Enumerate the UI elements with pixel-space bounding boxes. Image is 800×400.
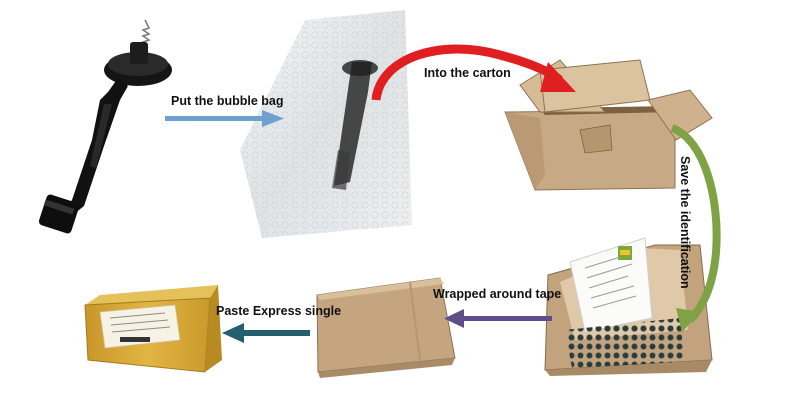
- label-into-carton: Into the carton: [424, 66, 511, 80]
- label-save-identification: Save the identification: [678, 156, 692, 289]
- label-paste-express: Paste Express single: [216, 304, 342, 318]
- arrow-save-identification: [670, 124, 721, 332]
- arrow-put-bubble-bag: [165, 110, 284, 127]
- arrow-paste-express: [222, 323, 310, 343]
- closed-carton-image: [316, 277, 456, 378]
- arrow-wrapped-tape: [444, 309, 552, 328]
- ignition-coil-image: [38, 19, 172, 234]
- express-package-image: [84, 285, 222, 373]
- carton-with-card-image: [544, 237, 713, 376]
- bubble-bag-image: [240, 10, 412, 238]
- label-put-bubble-bag: Put the bubble bag: [171, 94, 284, 108]
- arrow-into-carton: [371, 44, 576, 101]
- label-wrapped-tape: Wrapped around tape: [433, 287, 562, 301]
